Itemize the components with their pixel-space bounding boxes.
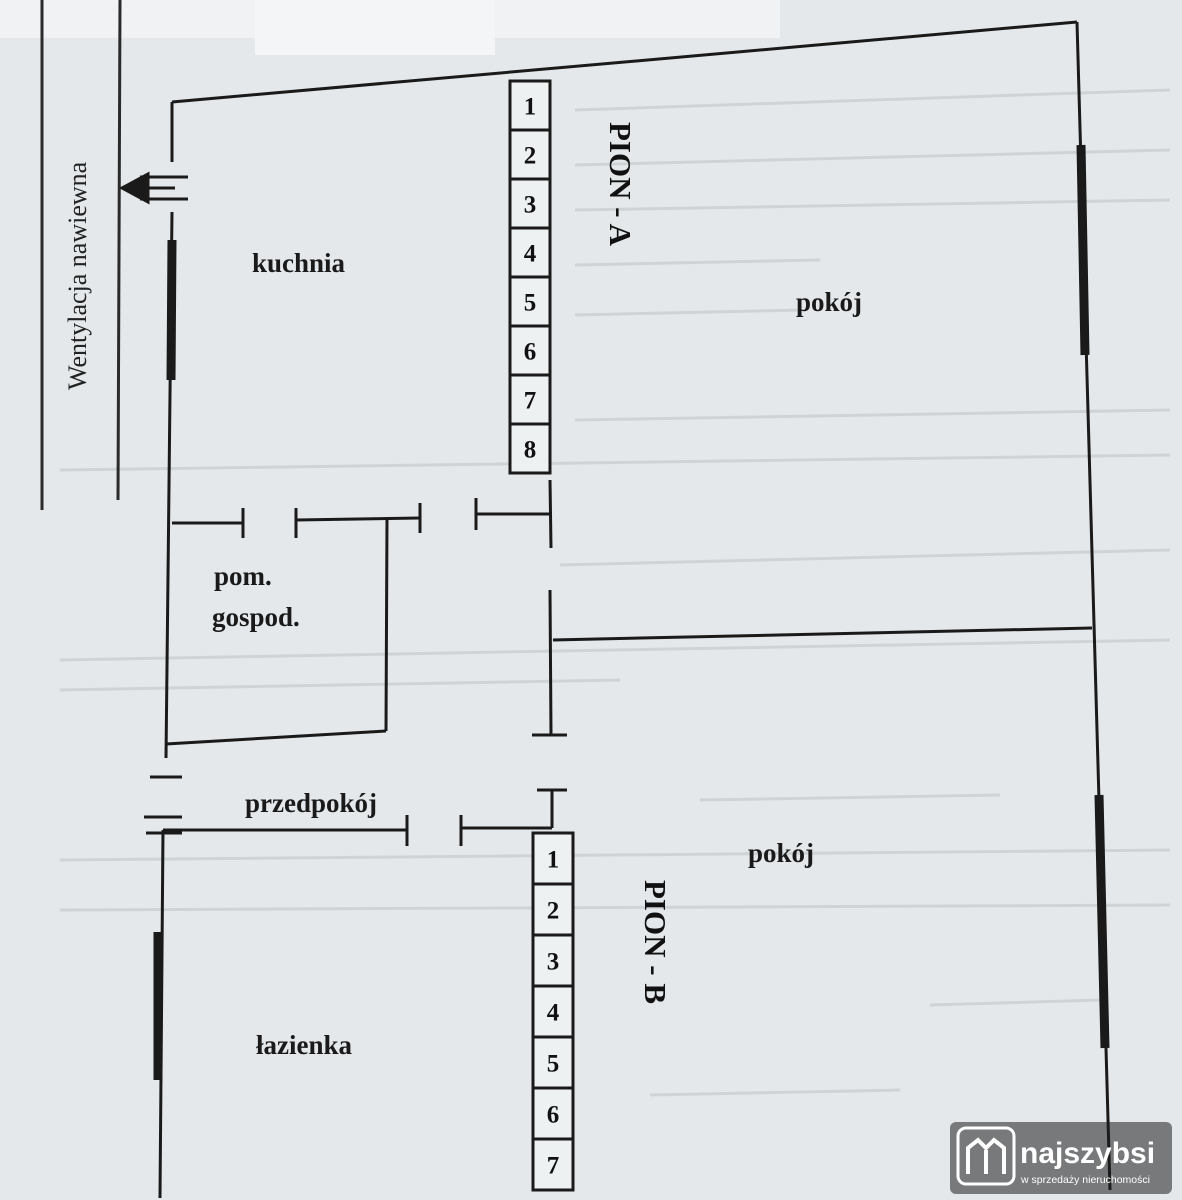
pion-b-cell-number: 7 bbox=[547, 1153, 560, 1180]
pion-a-cell-number: 2 bbox=[524, 143, 537, 170]
pion-b-cell-number: 5 bbox=[547, 1051, 560, 1078]
watermark-brand: najszybsi bbox=[1020, 1137, 1155, 1170]
room-label-kitchen: kuchnia bbox=[252, 248, 346, 278]
pion-b-cell-box bbox=[531, 1086, 575, 1141]
pion-a-cell-box bbox=[508, 275, 552, 328]
room-label-utility-line2: gospod. bbox=[212, 602, 300, 632]
pion-b-cell-number: 3 bbox=[547, 949, 560, 976]
pion-b-cell-number: 1 bbox=[547, 847, 560, 874]
pion-b-cell-box bbox=[531, 882, 575, 937]
pion-a-cell-box bbox=[508, 373, 552, 426]
pion-a-column: 1 2 3 4 5 6 7 8 bbox=[508, 79, 552, 475]
bleed-through-text bbox=[59, 88, 1171, 1097]
pion-a-title: PION - A bbox=[603, 122, 638, 247]
window-markers bbox=[153, 144, 1110, 1080]
room-label-room-top: pokój bbox=[796, 287, 862, 317]
pion-a-cell-number: 1 bbox=[524, 94, 537, 121]
pion-a-cell-box bbox=[508, 128, 552, 181]
pion-a-cell-number: 8 bbox=[524, 437, 537, 464]
entrance-door bbox=[144, 775, 182, 835]
pion-b-column: 1 2 3 4 5 6 7 bbox=[531, 831, 575, 1192]
pion-a-cell-number: 7 bbox=[524, 388, 537, 415]
pion-b-cell-number: 6 bbox=[547, 1102, 560, 1129]
pion-b-cell-box bbox=[531, 984, 575, 1039]
room-label-bathroom: łazienka bbox=[256, 1030, 353, 1060]
pion-b-cell-number: 4 bbox=[547, 1000, 560, 1027]
room-label-room-bottom: pokój bbox=[748, 838, 814, 868]
ventilation-label: Wentylacja nawiewna bbox=[63, 161, 92, 390]
watermark-tagline: w sprzedaży nieruchomości bbox=[1020, 1174, 1150, 1186]
pion-b-cell-box bbox=[531, 1137, 575, 1192]
m-house-logo-icon bbox=[956, 1126, 1016, 1186]
pion-b-title: PION - B bbox=[638, 880, 673, 1004]
interior-walls bbox=[163, 479, 1093, 846]
pion-a-cell-number: 5 bbox=[524, 290, 537, 317]
pion-a-cell-number: 3 bbox=[524, 192, 537, 219]
pion-a-cell-number: 6 bbox=[524, 339, 537, 366]
room-label-utility-line1: pom. bbox=[214, 561, 272, 591]
ventilation-arrow-icon bbox=[118, 171, 188, 205]
watermark-background bbox=[950, 1122, 1172, 1194]
pion-b-cell-number: 2 bbox=[547, 898, 560, 925]
room-label-hallway: przedpokój bbox=[245, 788, 377, 818]
paper-white-patch bbox=[255, 0, 495, 55]
ventilation-margin-lines bbox=[40, 0, 122, 510]
pion-a-cell-box bbox=[508, 422, 552, 475]
watermark: najszybsi w sprzedaży nieruchomości bbox=[950, 1122, 1172, 1194]
pion-a-cell-number: 4 bbox=[524, 241, 537, 268]
pion-a-cell-box bbox=[508, 226, 552, 279]
